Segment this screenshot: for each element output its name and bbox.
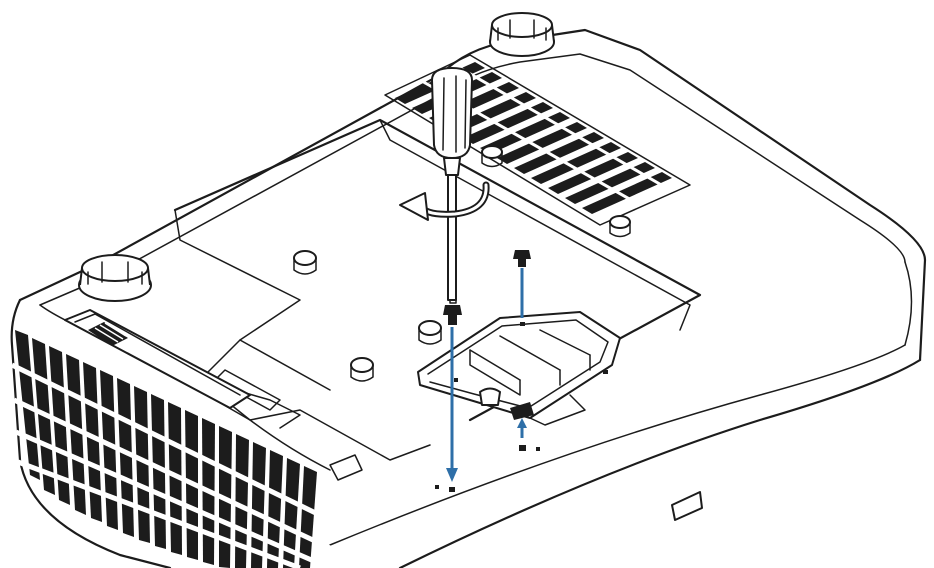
front-left-foot bbox=[78, 254, 152, 302]
post-4 bbox=[481, 145, 503, 168]
arrow-right-lower-head bbox=[517, 418, 527, 428]
screw-holes bbox=[435, 322, 608, 492]
post-2 bbox=[350, 357, 374, 382]
front-vent-grille bbox=[10, 330, 332, 568]
screw-right bbox=[513, 250, 531, 267]
post-5 bbox=[609, 215, 631, 238]
screw-removal-arrows bbox=[446, 268, 527, 482]
bottom-panel bbox=[173, 118, 702, 461]
slide-control bbox=[64, 309, 251, 409]
rear-foot bbox=[489, 12, 555, 57]
front-latch bbox=[329, 454, 703, 521]
post-3 bbox=[418, 320, 442, 345]
counterclockwise-arrow-icon bbox=[399, 181, 490, 221]
screwdriver-icon bbox=[431, 67, 473, 301]
mounting-posts bbox=[293, 145, 631, 382]
lamp-cover bbox=[417, 311, 621, 426]
arrow-left-head bbox=[446, 468, 458, 482]
post-1 bbox=[293, 250, 317, 275]
